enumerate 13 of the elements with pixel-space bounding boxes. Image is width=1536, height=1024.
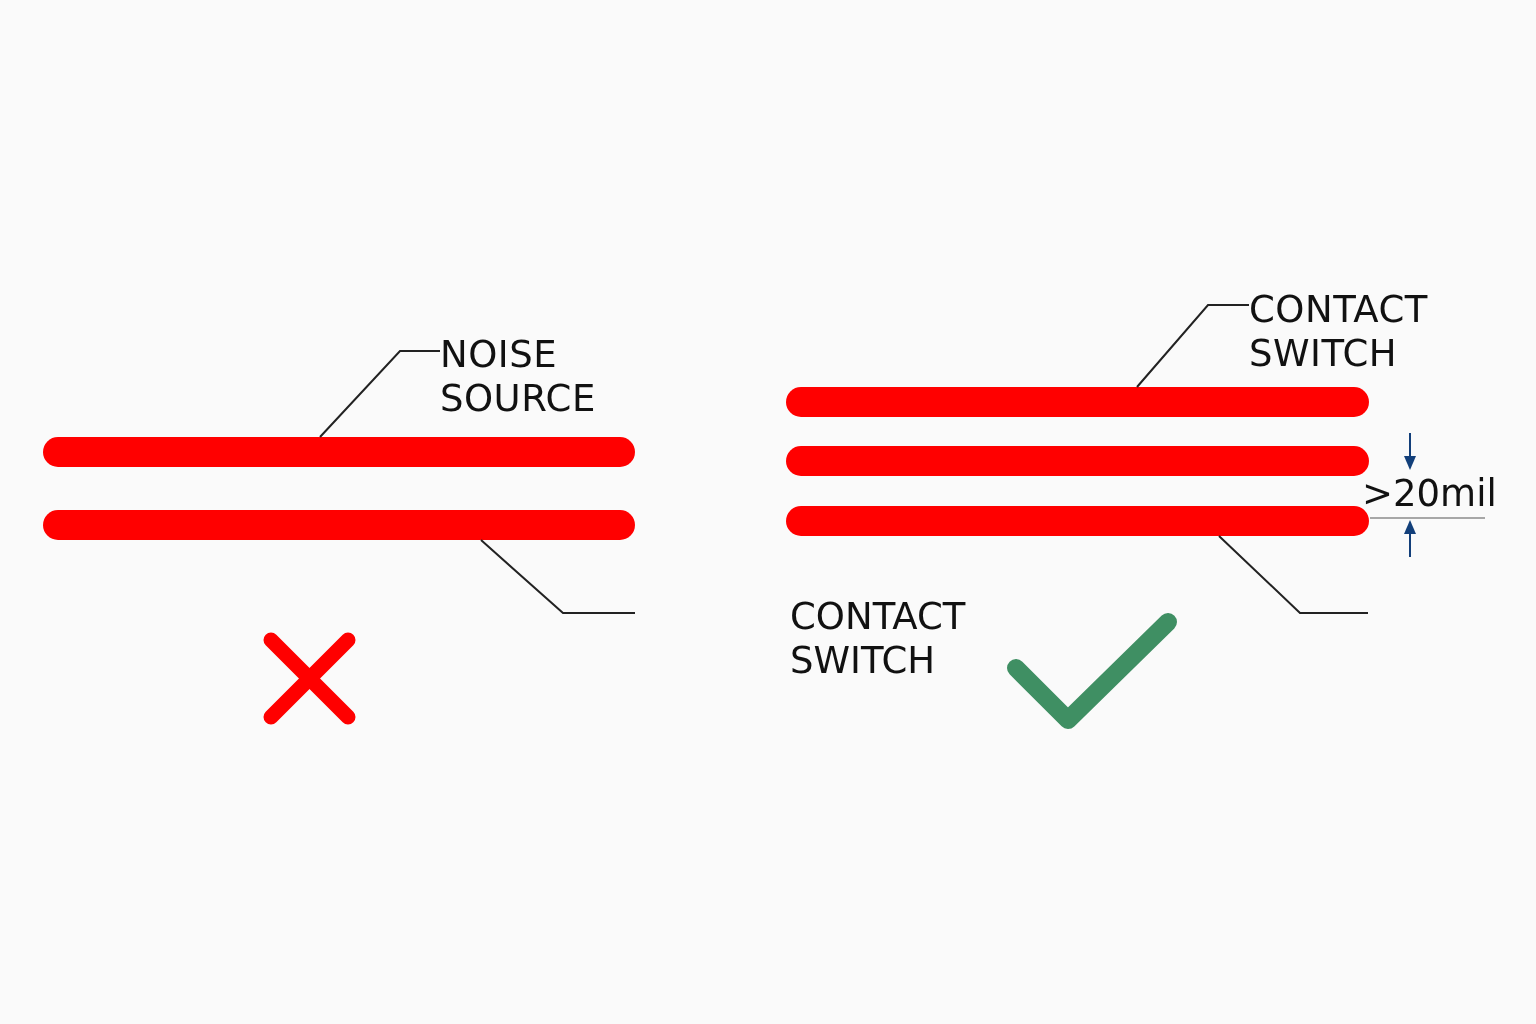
pcb-trace	[786, 446, 1369, 476]
pcb-trace	[786, 506, 1369, 536]
callout-label: NOISE SOURCE	[440, 333, 597, 421]
callout-label: CONTACT SWITCH	[790, 595, 967, 683]
pcb-trace	[786, 387, 1369, 417]
pcb-trace	[43, 437, 635, 467]
dimension-label: >20mil	[1362, 472, 1497, 516]
callout-label: CONTACT SWITCH	[1249, 288, 1429, 376]
leader-line	[1136, 304, 1250, 388]
leader-line	[319, 350, 441, 438]
pcb-trace	[43, 510, 635, 540]
leader-line	[1218, 535, 1369, 614]
leader-line	[480, 539, 636, 614]
